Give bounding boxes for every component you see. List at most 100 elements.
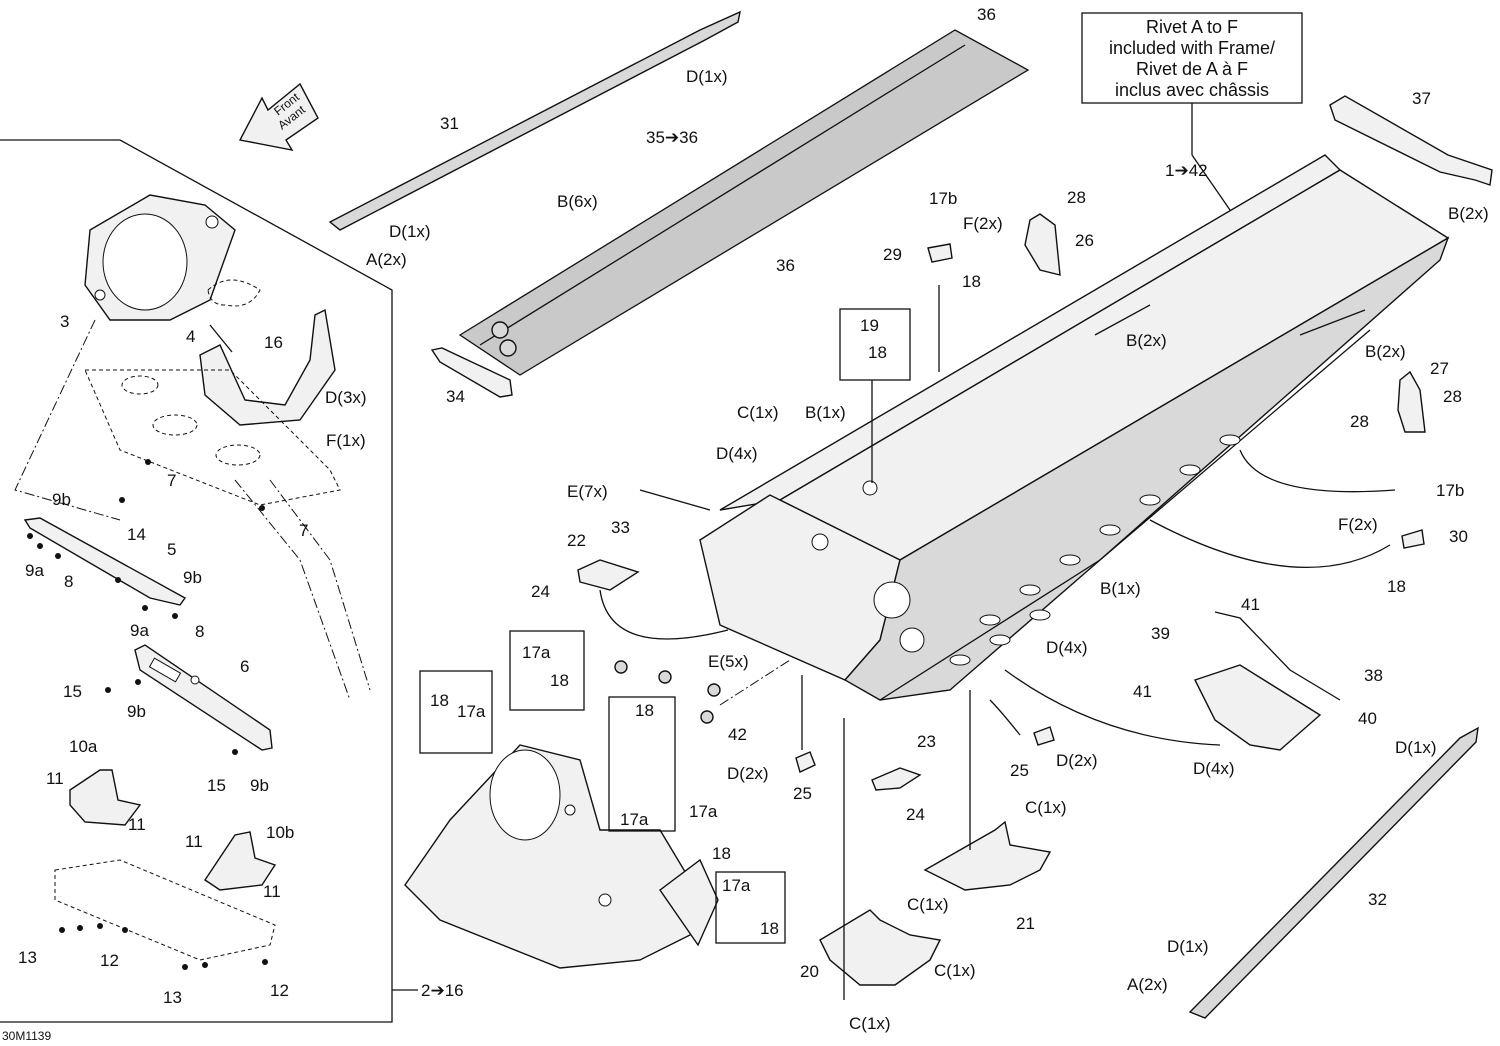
- label-d2x-a: D(2x): [727, 764, 769, 783]
- label-21: 21: [1016, 914, 1035, 933]
- label-18-b: 18: [550, 671, 569, 690]
- label-b2x-a: B(2x): [1448, 204, 1489, 223]
- label-18-f: 18: [760, 919, 779, 938]
- label-b1x-a: B(1x): [805, 403, 846, 422]
- info-line-1: Rivet A to F: [1146, 17, 1238, 37]
- label-42: 42: [728, 725, 747, 744]
- label-35-36: 35➔36: [646, 128, 698, 147]
- label-15-b: 15: [207, 776, 226, 795]
- label-d4x-a: D(4x): [716, 444, 758, 463]
- part-5-rail: [23, 517, 187, 606]
- label-c1x-a: C(1x): [737, 403, 779, 422]
- label-1-42: 1➔42: [1165, 161, 1208, 180]
- part-34-bracket: [430, 347, 513, 398]
- label-11-c: 11: [185, 832, 203, 851]
- label-17a-3: 17a: [620, 810, 649, 829]
- part-31-rail: [328, 10, 741, 231]
- part-4-bracket: [199, 308, 336, 426]
- label-28-b: 28: [1443, 387, 1462, 406]
- label-36-a: 36: [977, 5, 996, 24]
- label-28-c: 28: [1350, 412, 1369, 431]
- part-21-guard: [923, 820, 1052, 891]
- label-11-a: 11: [46, 769, 64, 788]
- label-e7x: E(7x): [567, 482, 608, 501]
- part-10b-bracket: [204, 831, 277, 891]
- part-16-gasket: [207, 279, 261, 307]
- part-30-clip: [1401, 529, 1425, 549]
- label-18-g: 18: [962, 272, 981, 291]
- label-18-h: 18: [1387, 577, 1406, 596]
- label-13-b: 13: [163, 988, 182, 1007]
- part-23-bracket: [871, 767, 922, 791]
- label-22: 22: [567, 531, 586, 550]
- label-d1x-b: D(1x): [389, 222, 431, 241]
- label-3: 3: [60, 312, 69, 331]
- left-box-fasteners: [27, 459, 268, 970]
- label-d4x-b: D(4x): [1046, 638, 1088, 657]
- label-9b-b: 9b: [183, 568, 202, 587]
- part-3-housing: [84, 194, 236, 321]
- label-d1x-c: D(1x): [1395, 738, 1437, 757]
- part-27-bracket: [1397, 370, 1426, 433]
- label-5: 5: [167, 540, 176, 559]
- hidden-plate-outline: [84, 369, 341, 506]
- part-labels: 1➔42 2➔16 3 4 5 6 7 7 8 8 9a 9a 9b 9b 9b…: [18, 5, 1489, 1033]
- label-33: 33: [611, 518, 630, 537]
- label-15-a: 15: [63, 682, 82, 701]
- label-25-b: 25: [1010, 761, 1029, 780]
- label-16: 16: [264, 333, 283, 352]
- label-d1x-a: D(1x): [686, 67, 728, 86]
- label-14: 14: [127, 525, 146, 544]
- label-38: 38: [1364, 666, 1383, 685]
- part-29-clip: [927, 243, 953, 263]
- label-b2x-b: B(2x): [1126, 331, 1167, 350]
- label-a2x-a: A(2x): [366, 250, 407, 269]
- callout-box-17a-18-b: [419, 670, 493, 754]
- label-9b-a: 9b: [52, 490, 71, 509]
- callout-box-17a-18-d: [715, 871, 786, 944]
- label-d3x: D(3x): [325, 388, 367, 407]
- label-b6x: B(6x): [557, 192, 598, 211]
- label-18-c: 18: [430, 691, 449, 710]
- label-32: 32: [1368, 890, 1387, 909]
- label-41-b: 41: [1133, 682, 1152, 701]
- part-37-bracket: [1329, 95, 1493, 186]
- label-e5x: E(5x): [708, 652, 749, 671]
- label-18-d: 18: [635, 701, 654, 720]
- label-c1x-d: C(1x): [934, 961, 976, 980]
- label-d2x-b: D(2x): [1056, 751, 1098, 770]
- label-17b-1: 17b: [929, 189, 957, 208]
- part-6-plate: [134, 644, 273, 751]
- part-35-tunnel-cover: [458, 29, 1030, 376]
- label-40: 40: [1358, 709, 1377, 728]
- label-4: 4: [186, 327, 195, 346]
- label-11-b: 11: [128, 815, 146, 834]
- label-c1x-c: C(1x): [907, 895, 949, 914]
- label-8-a: 8: [64, 572, 73, 591]
- callout-box-17a-18-c: [608, 696, 676, 832]
- part-25-plate-b: [1033, 726, 1055, 746]
- label-7-b: 7: [299, 521, 308, 540]
- label-b2x-c: B(2x): [1365, 342, 1406, 361]
- label-f2x-a: F(2x): [963, 214, 1003, 233]
- label-29: 29: [883, 245, 902, 264]
- label-d4x-c: D(4x): [1193, 759, 1235, 778]
- part-22-bracket: [577, 559, 640, 591]
- callout-box-17a-18-a: [509, 630, 585, 711]
- label-28-a: 28: [1067, 188, 1086, 207]
- label-a2x-b: A(2x): [1127, 975, 1168, 994]
- label-20: 20: [800, 962, 819, 981]
- label-10b: 10b: [266, 823, 294, 842]
- label-f2x-b: F(2x): [1338, 515, 1378, 534]
- label-26: 26: [1075, 231, 1094, 250]
- label-23: 23: [917, 732, 936, 751]
- label-27: 27: [1430, 359, 1449, 378]
- label-2-16: 2➔16: [421, 981, 464, 1000]
- part-32-rail: [1188, 726, 1479, 1019]
- label-25-a: 25: [793, 784, 812, 803]
- label-17b-2: 17b: [1436, 481, 1464, 500]
- label-31: 31: [440, 114, 459, 133]
- label-6: 6: [240, 657, 249, 676]
- part-38-rack: [1194, 611, 1341, 751]
